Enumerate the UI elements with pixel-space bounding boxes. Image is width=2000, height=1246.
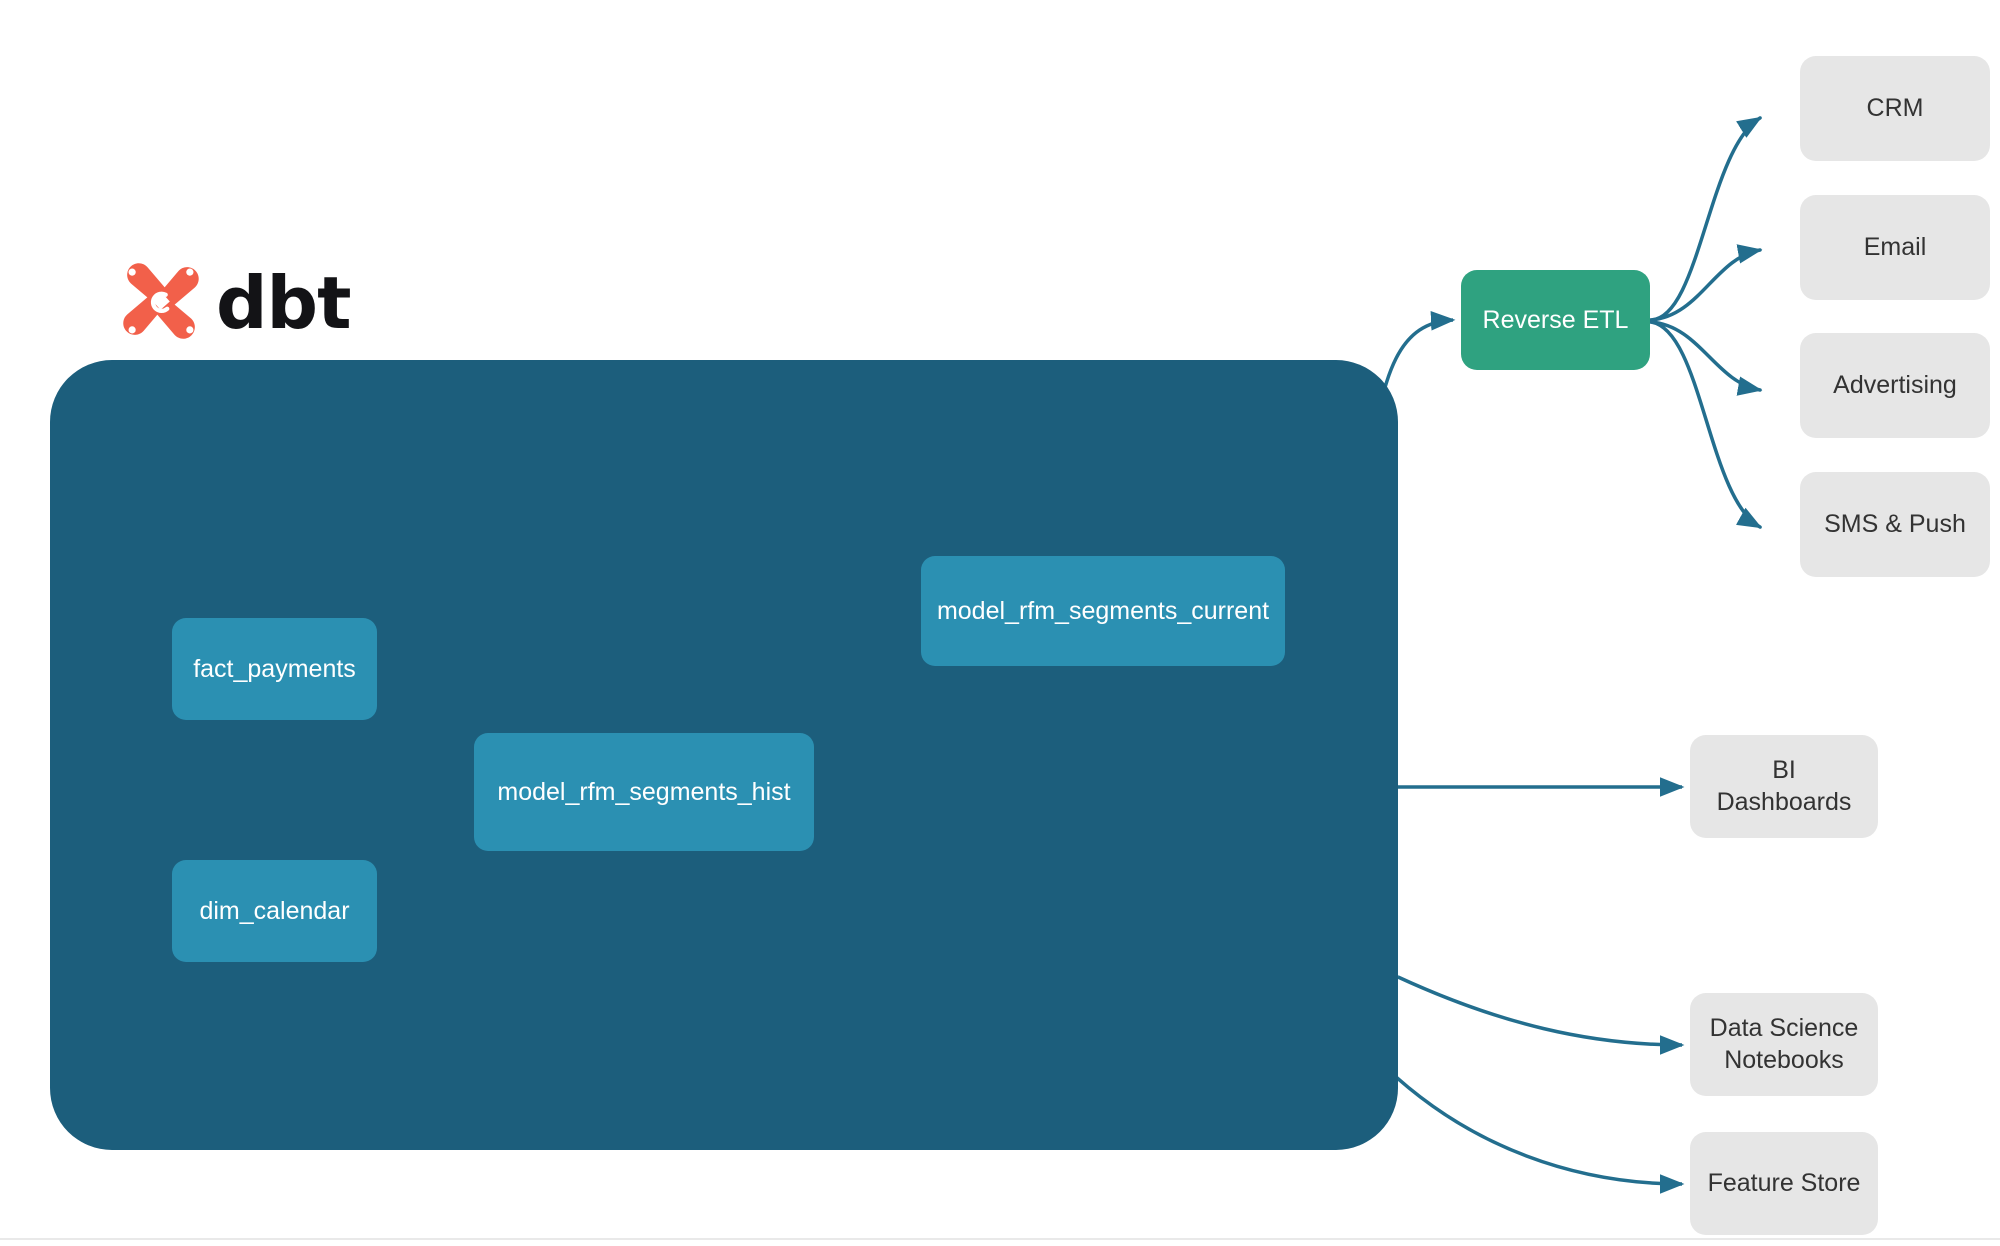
node-label: Advertising [1833, 370, 1957, 399]
node-label: Reverse ETL [1482, 305, 1629, 334]
node-email[interactable]: Email [1800, 195, 1990, 300]
node-bi-dashboards[interactable]: BI Dashboards [1690, 735, 1878, 838]
edge-reverse-etl-to-sms-push [1649, 320, 1763, 529]
node-label: dim_calendar [199, 896, 350, 925]
bottom-divider [0, 1238, 2000, 1240]
dbt-x-logo-icon [122, 262, 200, 345]
node-dim-calendar[interactable]: dim_calendar [172, 860, 377, 962]
dbt-logo: dbt [122, 258, 452, 348]
edge-rfm-hist-to-ds-notebooks [1397, 975, 1685, 1055]
node-label: Email [1863, 232, 1927, 261]
node-label: fact_payments [193, 654, 356, 683]
node-crm[interactable]: CRM [1800, 56, 1990, 161]
node-feature-store[interactable]: Feature Store [1690, 1132, 1878, 1235]
node-label: SMS & Push [1824, 509, 1966, 538]
node-label: BI Dashboards [1716, 756, 1852, 816]
node-data-science-notebooks[interactable]: Data Science Notebooks [1690, 993, 1878, 1096]
edge-reverse-etl-to-advertising [1649, 320, 1763, 396]
edge-rfm-hist-to-feature-store [1378, 1060, 1685, 1194]
node-model-rfm-segments-current[interactable]: model_rfm_segments_current [921, 556, 1285, 666]
node-label: model_rfm_segments_current [936, 596, 1270, 625]
node-sms-push[interactable]: SMS & Push [1800, 472, 1990, 577]
node-label: Data Science Notebooks [1710, 1013, 1859, 1076]
node-reverse-etl[interactable]: Reverse ETL [1461, 270, 1650, 370]
dbt-wordmark: dbt [216, 261, 351, 345]
node-advertising[interactable]: Advertising [1800, 333, 1990, 438]
node-model-rfm-segments-hist[interactable]: model_rfm_segments_hist [474, 733, 814, 851]
node-label: Feature Store [1707, 1168, 1861, 1197]
edge-reverse-etl-to-crm [1649, 116, 1763, 322]
node-label: model_rfm_segments_hist [497, 777, 791, 806]
node-fact-payments[interactable]: fact_payments [172, 618, 377, 720]
node-label-line-1: Data Science [1709, 1014, 1859, 1042]
node-label-line-2: Notebooks [1724, 1045, 1844, 1074]
node-label: CRM [1866, 93, 1924, 122]
edge-reverse-etl-to-email [1649, 244, 1763, 322]
